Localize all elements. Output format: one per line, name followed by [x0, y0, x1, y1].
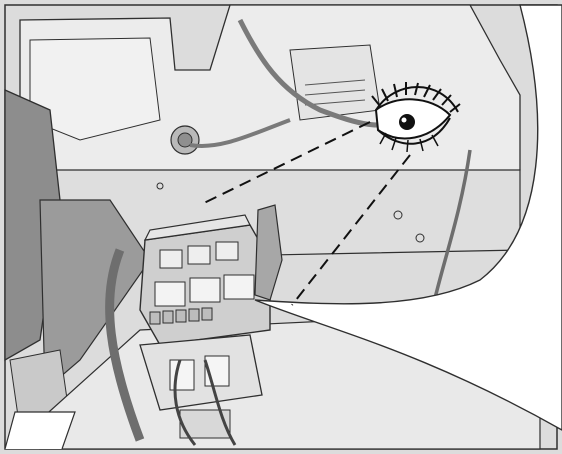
sight-line-upper — [199, 121, 371, 206]
fuse-box-bracket — [254, 204, 283, 301]
main-harness — [105, 248, 145, 442]
connector-pins — [304, 79, 366, 106]
mount-hole-1 — [156, 182, 164, 190]
relay-4 — [154, 281, 186, 307]
relay-2 — [187, 245, 211, 265]
lower-lash-marks — [379, 132, 439, 153]
relay-1 — [159, 249, 183, 269]
grommet-center — [177, 132, 193, 148]
grommet-wire — [189, 118, 291, 148]
wire-1 — [173, 359, 197, 446]
sight-line-lower — [291, 154, 411, 306]
mount-hole-2 — [393, 210, 403, 220]
relay-3 — [215, 241, 239, 261]
eye-icon — [371, 82, 461, 153]
relay-6 — [223, 274, 255, 300]
fuse-4 — [188, 308, 200, 322]
wire-2 — [203, 359, 237, 446]
callout-magnifier — [254, 4, 562, 431]
fuse-3 — [175, 309, 187, 323]
corner-tab — [4, 411, 76, 450]
fuse-2 — [162, 310, 174, 324]
fuse-relay-box — [139, 214, 271, 346]
eyelash-marks — [371, 82, 461, 113]
fuse-5 — [201, 307, 213, 321]
relay-5 — [189, 277, 221, 303]
mount-hole-3 — [415, 233, 425, 243]
fuse-1 — [149, 311, 161, 325]
